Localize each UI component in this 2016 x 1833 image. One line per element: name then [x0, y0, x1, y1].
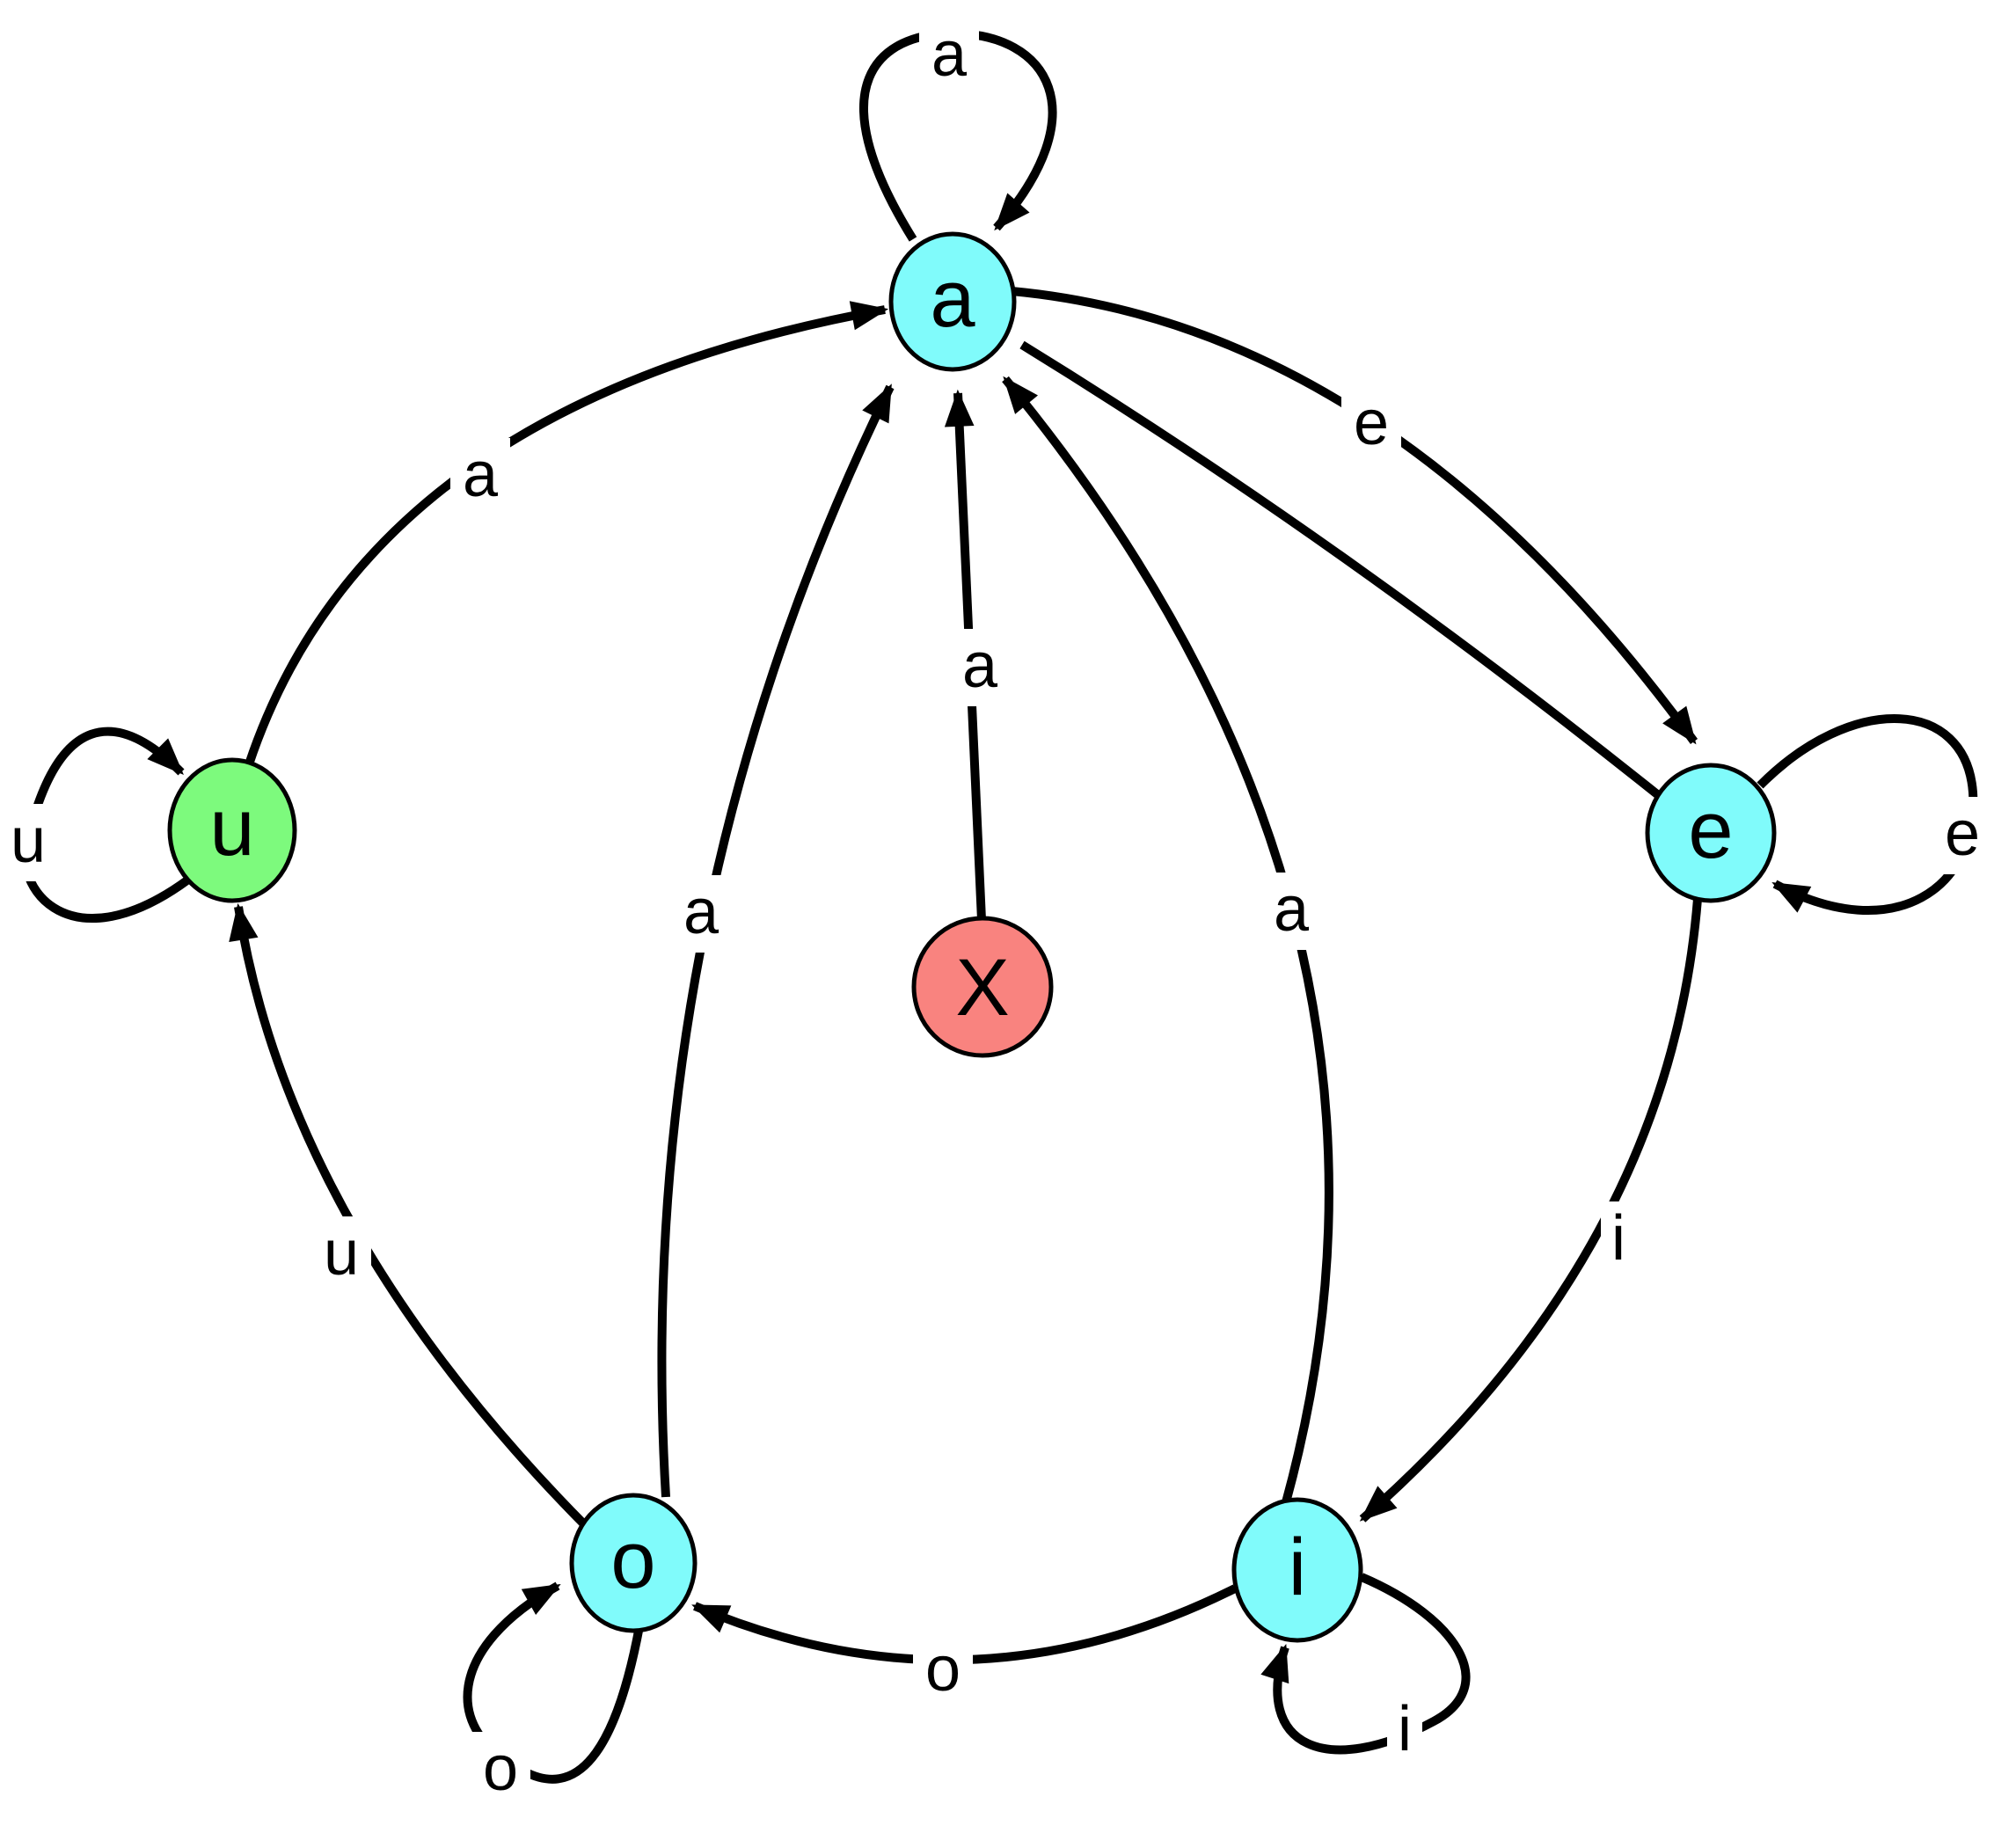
state-label-u: u: [209, 783, 254, 873]
edge-label-loop-o: o: [483, 1734, 518, 1804]
edge-e-a: [1019, 340, 1661, 798]
edge-label-gap-a-e: [1341, 386, 1401, 464]
edge-label-loop-i: i: [1398, 1694, 1412, 1764]
edge-u-a: [245, 301, 889, 766]
edge-label-loop-u: u: [11, 806, 46, 876]
state-node-o: [569, 1493, 698, 1633]
edge-loop-e: [1757, 714, 1978, 915]
edge-label-gap-loop-i: [1387, 1692, 1422, 1770]
edge-a-e: [1011, 287, 1698, 745]
edge-label-gap-X-a: [950, 629, 1010, 706]
edge-label-o-a: a: [683, 877, 719, 947]
edge-label-gap-u-a: [450, 438, 510, 515]
edge-label-X-a: a: [962, 631, 998, 701]
edge-label-loop-e: e: [1945, 799, 1980, 869]
edge-label-o-u: u: [324, 1218, 359, 1289]
edge-label-gap-o-u: [311, 1216, 371, 1294]
edge-loop-i: [1260, 1573, 1471, 1755]
state-node-i: [1231, 1497, 1363, 1643]
edge-label-gap-loop-e: [1932, 797, 1992, 874]
state-label-X: X: [955, 943, 1009, 1033]
state-node-X: [911, 916, 1054, 1058]
edge-label-loop-a: a: [931, 19, 968, 90]
edge-e-i: [1359, 898, 1702, 1523]
edge-label-u-a: a: [463, 440, 499, 510]
edge-label-a-e: e: [1354, 388, 1389, 458]
edge-label-gap-loop-a: [919, 18, 979, 95]
state-label-a: a: [930, 254, 975, 344]
edge-label-i-a: a: [1274, 874, 1310, 945]
edge-label-gap-o-a: [671, 875, 731, 953]
edge-label-gap-i-o: [913, 1632, 973, 1710]
state-label-i: i: [1289, 1523, 1306, 1612]
edge-label-gap-loop-o: [471, 1732, 530, 1809]
edge-label-i-o: o: [925, 1634, 961, 1705]
edge-label-gap-loop-u: [0, 804, 58, 881]
state-label-o: o: [610, 1515, 655, 1605]
edge-o-u: [229, 902, 590, 1530]
edge-label-e-i: i: [1611, 1203, 1625, 1274]
state-node-e: [1645, 763, 1777, 903]
edge-label-gap-e-i: [1601, 1201, 1636, 1279]
state-node-u: [167, 757, 297, 903]
edge-label-gap-i-a: [1261, 873, 1321, 950]
state-label-e: e: [1688, 785, 1733, 875]
state-node-a: [888, 231, 1017, 372]
